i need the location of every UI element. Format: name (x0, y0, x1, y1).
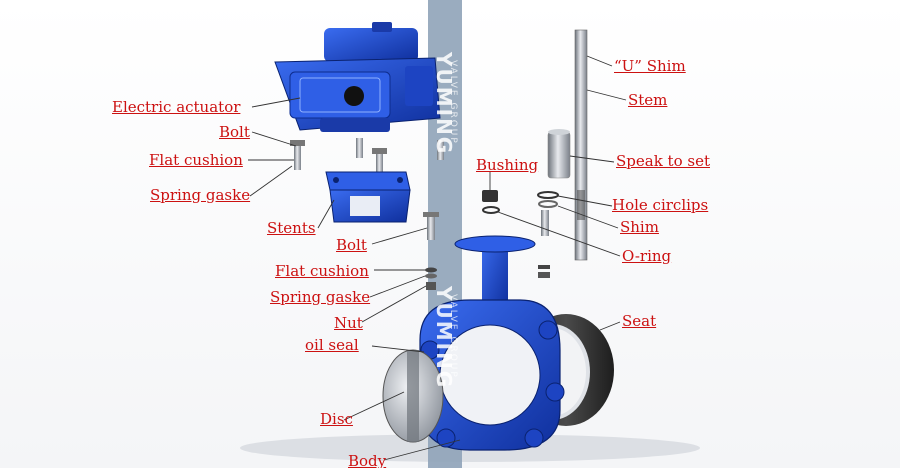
label-body: Body (348, 452, 387, 468)
label-hole-circlips: Hole circlips (612, 196, 709, 214)
electric-actuator (274, 22, 441, 132)
watermark-sub-top: VALVE GROUP (448, 60, 458, 145)
label-o-ring: O-ring (622, 247, 672, 265)
label-bushing: Bushing (476, 156, 539, 174)
disc-part (382, 349, 444, 443)
label-electric-actuator: Electric actuator (112, 98, 241, 116)
label-seat: Seat (622, 312, 657, 330)
circlips-shims (482, 190, 559, 214)
mid-fasteners (423, 210, 550, 290)
label-spring-gaske-top: Spring gaske (150, 186, 251, 204)
label-flat-cushion-mid: Flat cushion (275, 262, 369, 280)
actuator-bolts (290, 138, 444, 176)
label-u-shim: “U” Shim (614, 57, 686, 75)
stem-part (574, 29, 588, 261)
label-disc: Disc (320, 410, 353, 428)
leader-lines (248, 55, 627, 461)
label-stents: Stents (267, 219, 316, 237)
label-stem: Stem (628, 91, 668, 109)
label-bolt-top: Bolt (219, 123, 250, 141)
label-nut: Nut (334, 314, 363, 332)
sleeve-part (547, 129, 571, 179)
label-bolt-mid: Bolt (336, 236, 367, 254)
label-shim: Shim (620, 218, 659, 236)
stents-bracket (325, 171, 411, 223)
valve-body (419, 235, 565, 451)
watermark-brand-top: YUMING (432, 52, 456, 156)
label-speak-to-set: Speak to set (616, 152, 710, 170)
label-oil-seal: oil seal (305, 336, 359, 354)
label-spring-gaske-mid: Spring gaske (270, 288, 371, 306)
watermark-brand-bottom: YUMING (432, 286, 456, 390)
label-flat-cushion-top: Flat cushion (149, 151, 243, 169)
watermark-sub-bottom: VALVE GROUP (448, 294, 458, 379)
